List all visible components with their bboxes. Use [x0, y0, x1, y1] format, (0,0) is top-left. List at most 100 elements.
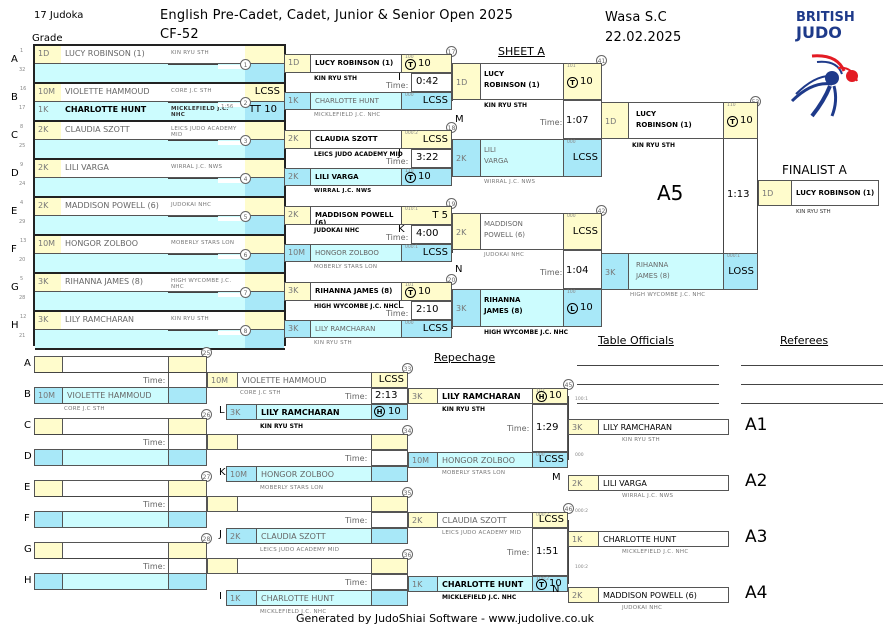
competitor-name[interactable]: MADDISON POWELL (6) [310, 206, 402, 225]
competitor-grade [207, 496, 238, 512]
competitor-grade [35, 330, 62, 348]
match-time: 3:22 [416, 152, 439, 163]
pool-row-letter: B [11, 92, 18, 103]
competitor-name[interactable]: CLAUDIA SZOTT [61, 122, 169, 140]
competitor-name[interactable]: HONGOR ZOLBOO [310, 244, 402, 262]
competitor-name[interactable] [62, 573, 169, 590]
competitor-name[interactable] [61, 178, 169, 196]
match-number-badge: 4 [240, 173, 251, 184]
competitor-grade: 1D [601, 102, 629, 139]
competitor-name[interactable]: CLAUDIA SZOTT [256, 528, 372, 544]
competitor-name[interactable]: LILI VARGA [310, 168, 402, 186]
score-box-bottom [168, 511, 207, 528]
competitor-club: MOBERLY STARS LON [442, 470, 506, 476]
competitor-name[interactable]: LILI VARGA [598, 475, 729, 491]
competitor-grade: 3K [35, 274, 62, 292]
competitor-name[interactable]: VIOLETTE HAMMOUD [237, 372, 372, 388]
competitor-name[interactable]: CHARLOTTE HUNT [598, 531, 729, 547]
name-line-2: JAMES (8) [636, 272, 670, 280]
competitor-name[interactable]: HONGOR ZOLBOO [256, 466, 372, 482]
competitor-name[interactable] [62, 356, 169, 373]
pool-row-letter: G [11, 282, 19, 293]
seed-number: 8 [20, 124, 24, 130]
score-code: 000:1 [727, 254, 740, 259]
match-number-badge: 46 [563, 503, 574, 514]
match-time: 1:51 [536, 546, 559, 557]
name-line-2: VARGA [484, 157, 509, 165]
competitor-name[interactable] [237, 434, 372, 450]
competitor-name[interactable] [237, 496, 372, 512]
competitor-name[interactable] [62, 480, 169, 497]
score-code: 000:2 [575, 509, 588, 514]
competitor-name[interactable]: LILY RAMCHARAN [256, 404, 372, 420]
score-box-bottom [723, 253, 758, 290]
competitor-name[interactable] [61, 254, 169, 272]
competitor-name[interactable] [62, 511, 169, 528]
referee-line-3[interactable] [741, 403, 883, 404]
seed-number: 13 [20, 238, 27, 244]
referee-line-1[interactable] [741, 365, 883, 366]
referee-line-2[interactable] [741, 384, 883, 385]
competitor-name[interactable]: HONGOR ZOLBOO [61, 236, 169, 254]
score-value: LCSS [572, 152, 598, 163]
competitor-name[interactable] [480, 213, 564, 250]
match-letter: M [552, 472, 561, 483]
competitor-name[interactable] [62, 418, 169, 435]
competitor-grade: 3K [452, 289, 481, 327]
competitor-grade: 3K [284, 282, 311, 301]
row-divider [35, 310, 285, 312]
competitor-name[interactable] [237, 558, 372, 574]
competitor-grade: 1K [35, 102, 62, 120]
competitor-name[interactable]: VIOLETTE HAMMOUD [62, 387, 169, 404]
competitor-name[interactable] [61, 140, 169, 158]
official-line-2[interactable] [577, 384, 719, 385]
competitor-club: WIRRAL J.C. NWS [314, 188, 372, 194]
competitor-name[interactable] [480, 289, 564, 327]
competitor-name[interactable]: CLAUDIA SZOTT [437, 512, 533, 528]
competitor-name[interactable]: LILY RAMCHARAN [437, 388, 533, 404]
name-line-1: RIHANNA [484, 296, 521, 304]
competitor-name[interactable]: LILI VARGA [61, 160, 169, 178]
competitor-grade: 3K [568, 419, 599, 435]
competitor-club: JUDOKAI NHC [168, 198, 246, 216]
result-label: A4 [745, 583, 768, 603]
competitor-name[interactable] [61, 330, 169, 348]
competitor-name[interactable]: VIOLETTE HAMMOUD [61, 84, 169, 102]
competitor-name[interactable] [62, 542, 169, 559]
competitor-name[interactable]: MADDISON POWELL (6) [61, 198, 169, 216]
event-title: English Pre-Cadet, Cadet, Junior & Senio… [160, 8, 514, 23]
competitor-name[interactable]: MADDISON POWELL (6) [598, 587, 729, 603]
competitor-name[interactable]: LILY RAMCHARAN [310, 320, 402, 338]
competitor-name[interactable] [61, 64, 169, 82]
judoka-count: 17 Judoka [34, 10, 84, 21]
competitor-name[interactable]: RIHANNA JAMES (8) [310, 282, 402, 301]
competitor-name[interactable]: HONGOR ZOLBOO [437, 452, 533, 468]
competitor-name[interactable] [480, 63, 564, 100]
competitor-name[interactable]: LILY RAMCHARAN [598, 419, 729, 435]
competitor-name[interactable]: LUCY ROBINSON (1) [310, 54, 402, 73]
score-value: LCSS [422, 323, 448, 334]
row-divider [35, 348, 285, 350]
competitor-name[interactable]: LILY RAMCHARAN [61, 312, 169, 330]
score-type-icon: T [405, 58, 416, 70]
competitor-club: MICKLEFIELD J.C. NHC [260, 609, 327, 615]
competitor-name[interactable] [61, 292, 169, 310]
competitor-grade: 2K [226, 528, 257, 544]
official-line-1[interactable] [577, 365, 719, 366]
competitor-name[interactable]: CHARLOTTE HUNT [256, 590, 372, 606]
logo-text-british: BRITISH [796, 10, 855, 25]
competitor-name[interactable]: CHARLOTTE HUNT [437, 576, 533, 592]
competitor-name[interactable]: LUCY ROBINSON (1) [61, 46, 169, 64]
competitor-name[interactable]: CHARLOTTE HUNT [310, 92, 402, 110]
competitor-name[interactable]: RIHANNA JAMES (8) [61, 274, 169, 292]
seed-number: 12 [20, 314, 27, 320]
bracket-line [168, 64, 218, 65]
competitor-name[interactable]: CLAUDIA SZOTT [310, 130, 402, 149]
competitor-name[interactable] [61, 216, 169, 234]
competitor-name[interactable] [62, 449, 169, 466]
competitor-grade: 2K [35, 122, 62, 140]
seed-number: 32 [19, 67, 26, 73]
official-line-3[interactable] [577, 403, 719, 404]
bracket-line [168, 140, 218, 141]
competitor-name[interactable]: CHARLOTTE HUNT [61, 102, 169, 120]
